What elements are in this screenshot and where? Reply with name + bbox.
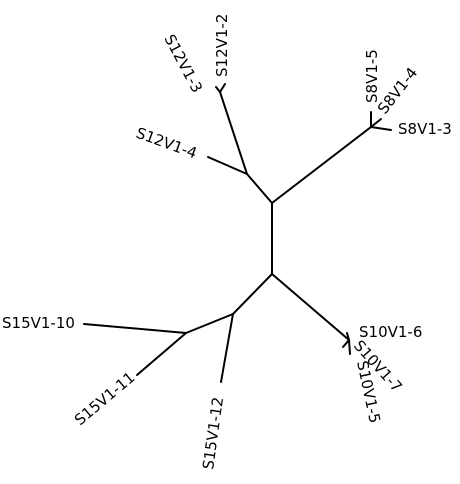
branch-s12v1-2: [219, 83, 226, 93]
branch-s12v1-4: [207, 156, 248, 175]
branch-s12-sub: [219, 91, 248, 175]
leaf-label-s15v1-12: S15V1-12: [199, 396, 227, 471]
branch-to-s8-clade: [271, 126, 372, 204]
branch-s15v1-10: [83, 323, 187, 334]
leaf-label-s12v1-3: S12V1-3: [160, 31, 206, 95]
branch-to-s10-clade: [271, 273, 350, 341]
branch-s15-sub: [185, 313, 234, 334]
tree-branches: [83, 83, 392, 383]
leaf-label-s8v1-3: S8V1-3: [398, 120, 452, 138]
branch-s12v1-3: [215, 86, 221, 93]
leaf-label-s15v1-11: S15V1-11: [71, 368, 138, 429]
branch-to-s15-clade: [232, 273, 273, 315]
branch-s8v1-3: [370, 126, 392, 131]
branch-to-s12-clade: [246, 173, 273, 204]
branch-s15v1-11: [136, 332, 187, 376]
branch-s8v1-4: [370, 118, 382, 128]
leaf-labels: S12V1-2 S12V1-3 S12V1-4 S8V1-5 S8V1-4 S8…: [2, 14, 452, 471]
branch-s10v1-7: [342, 339, 350, 348]
leaf-label-s8v1-5: S8V1-5: [363, 49, 381, 103]
leaf-label-s15v1-10: S15V1-10: [2, 314, 75, 332]
leaf-label-s8v1-4: S8V1-4: [374, 64, 421, 117]
leaf-label-s10v1-6: S10V1-6: [359, 323, 422, 341]
branch-s15v1-12: [220, 313, 234, 383]
leaf-label-s12v1-4: S12V1-4: [134, 124, 200, 163]
leaf-label-s12v1-2: S12V1-2: [213, 14, 231, 77]
branch-s10v1-5: [348, 339, 351, 355]
branch-s10v1-6: [346, 332, 350, 341]
